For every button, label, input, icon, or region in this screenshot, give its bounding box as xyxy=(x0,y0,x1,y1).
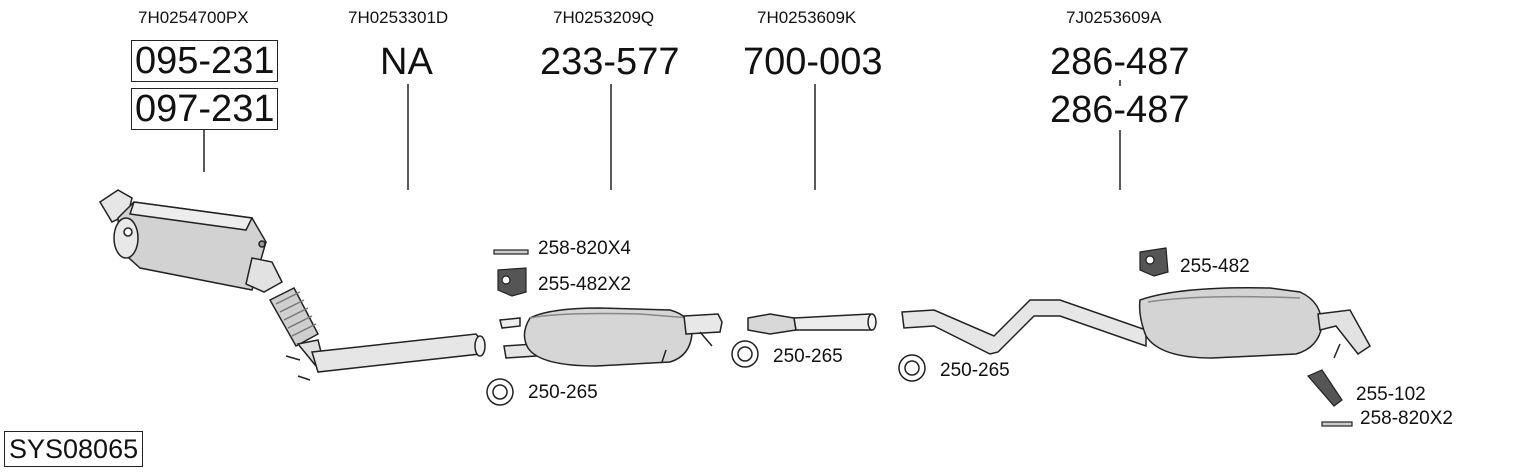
accessory-label-hanger[interactable]: 255-482X2 xyxy=(538,274,631,295)
oem-number-front-pipe: 7H0253301D xyxy=(348,8,449,27)
accessory-label-clamp-1[interactable]: 250-265 xyxy=(528,382,598,403)
mounting-bracket-icon xyxy=(1307,369,1343,407)
part-number-dpf-2[interactable]: 097-231 xyxy=(131,88,279,130)
part-number-dpf-1[interactable]: 095-231 xyxy=(131,40,279,82)
clamp-icon xyxy=(486,340,926,406)
oem-number-intermediate-pipe: 7H0253609K xyxy=(757,8,857,27)
system-code-badge: SYS08065 xyxy=(4,431,144,467)
part-number-front-pipe[interactable]: NA xyxy=(380,41,433,83)
rear-silencer-part xyxy=(901,287,1371,359)
bolt-icon xyxy=(493,249,529,255)
rubber-hanger-icon-rear xyxy=(1139,247,1169,277)
part-number-intermediate-pipe[interactable]: 700-003 xyxy=(743,41,883,83)
accessory-label-hanger-rear[interactable]: 255-482 xyxy=(1180,256,1250,277)
bolt-icon-rear xyxy=(1321,421,1353,427)
middle-silencer-part xyxy=(499,307,723,367)
dpf-unit xyxy=(98,189,283,293)
oem-number-rear-silencer: 7J0253609A xyxy=(1066,8,1162,27)
front-pipe-part xyxy=(268,286,486,381)
accessory-label-bracket[interactable]: 255-102 xyxy=(1356,384,1426,405)
rubber-hanger-icon xyxy=(497,267,527,297)
oem-number-dpf: 7H0254700PX xyxy=(138,8,249,27)
accessory-label-bolt-rear[interactable]: 258-820X2 xyxy=(1360,408,1453,429)
part-number-rear-silencer-2[interactable]: 286-487 xyxy=(1050,89,1190,131)
intermediate-pipe-part xyxy=(747,313,877,335)
accessory-label-bolt[interactable]: 258-820X4 xyxy=(538,238,631,259)
oem-number-middle-silencer: 7H0253209Q xyxy=(553,8,655,27)
part-number-middle-silencer[interactable]: 233-577 xyxy=(540,41,680,83)
accessory-label-clamp-3[interactable]: 250-265 xyxy=(940,360,1010,381)
part-number-rear-silencer-1[interactable]: 286-487 xyxy=(1050,41,1190,83)
accessory-label-clamp-2[interactable]: 250-265 xyxy=(773,346,843,367)
